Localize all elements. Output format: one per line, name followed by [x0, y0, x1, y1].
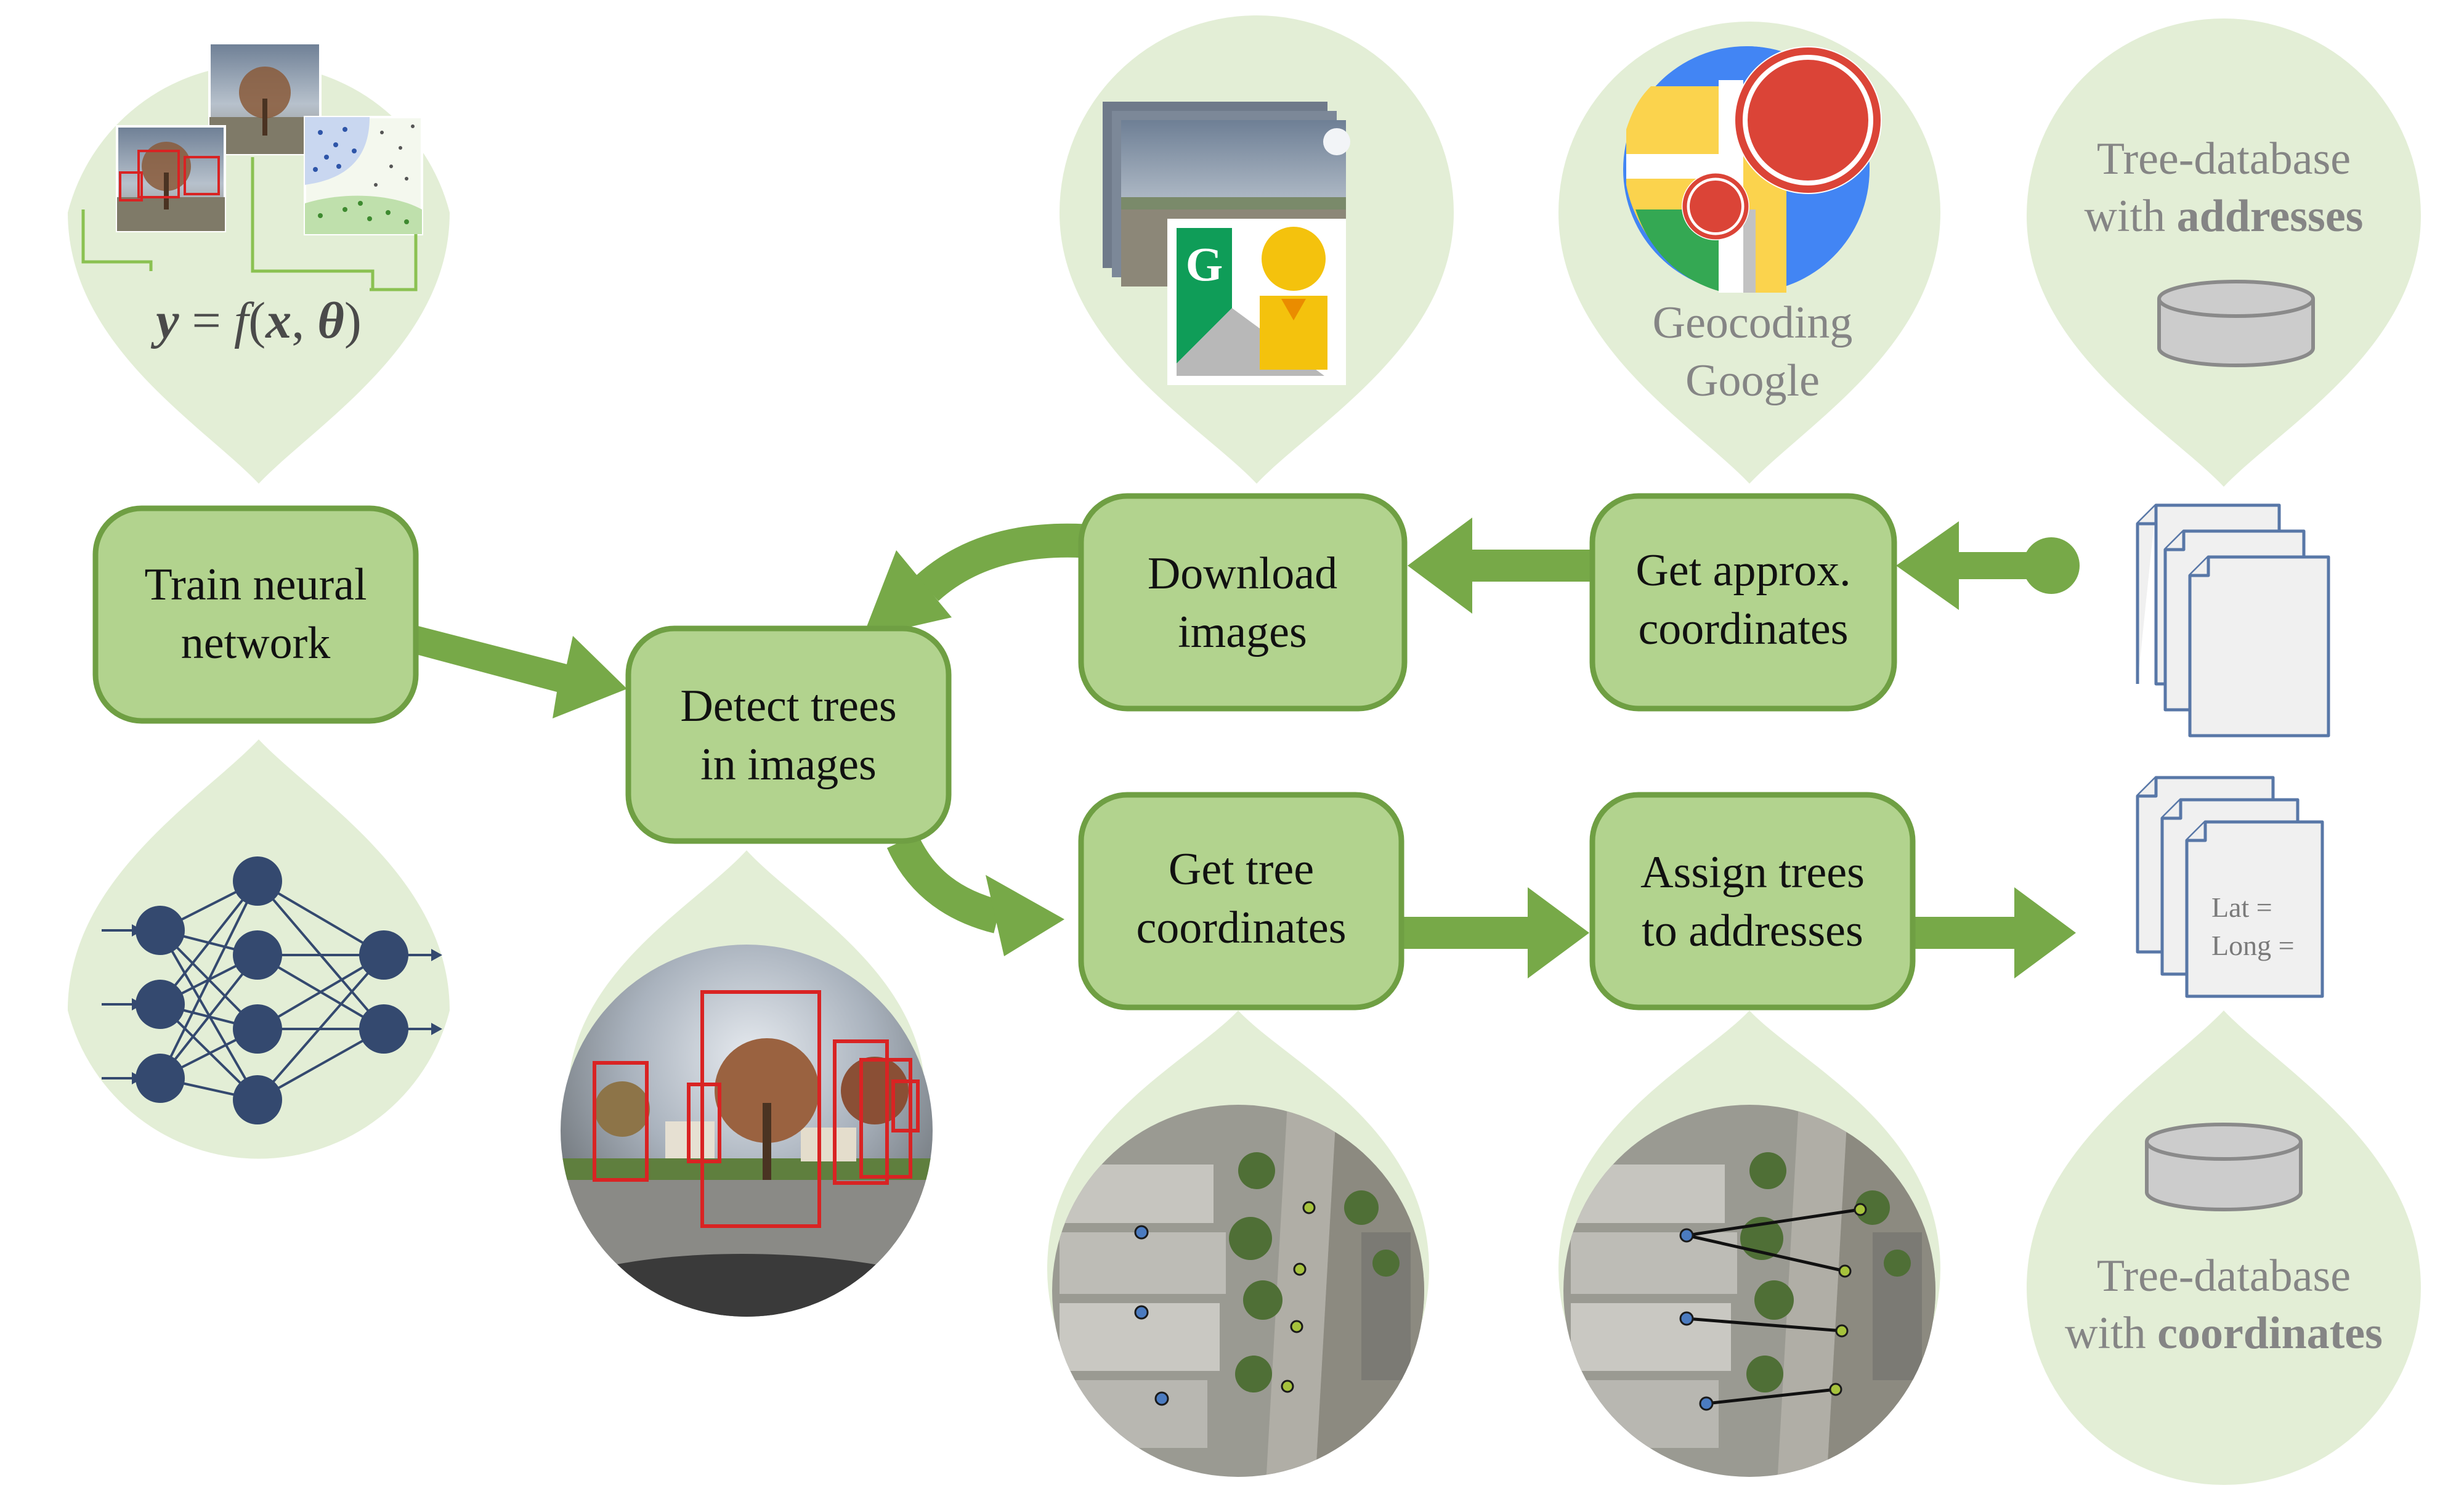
arrow-treecoords-to-assign	[1401, 887, 1589, 978]
download-line-1: Download	[1148, 548, 1337, 599]
treecoords-line-2: coordinates	[1136, 903, 1346, 953]
flow-arrows	[411, 518, 2080, 978]
process-steps: Train neural network Detect trees in ima…	[92, 493, 1916, 1010]
step-assign-trees: Assign trees to addresses	[1589, 792, 1916, 1010]
training-illustration: y = f(x, θ)	[81, 42, 423, 349]
arrow-detect-to-treecoords	[886, 834, 1003, 933]
arrow-train-to-detect	[411, 625, 627, 718]
step-detect-trees: Detect trees in images	[625, 625, 952, 844]
neural-network-icon	[102, 856, 442, 1124]
download-line-2: images	[1178, 607, 1307, 657]
db-addresses-subtitle: with addresses	[2085, 191, 2364, 242]
db-coordinates-title: Tree-database	[2097, 1251, 2351, 1301]
arrow-download-to-detect	[915, 523, 1085, 601]
db-addresses-title: Tree-database	[2097, 134, 2351, 184]
step-get-approx-coordinates: Get approx. coordinates	[1589, 493, 1897, 712]
approx-line-2: coordinates	[1638, 604, 1848, 654]
document-stack-icon-coordinates: Lat = Long =	[2136, 776, 2324, 998]
drop-db-coordinates	[2027, 1010, 2421, 1485]
assign-line-2: to addresses	[1642, 906, 1863, 956]
detect-line-2: in images	[700, 739, 877, 790]
street-view-g-glyph: G	[1186, 237, 1223, 291]
arrow-assign-to-output	[1910, 887, 2076, 978]
arrow-dot-to-approx	[1896, 521, 2033, 610]
arrow-detect-to-treecoords-head	[986, 875, 1064, 956]
panorama-thumb-back	[208, 42, 322, 155]
step-train-neural-network: Train neural network	[92, 505, 419, 724]
arrow-download-to-detect-head	[862, 550, 952, 638]
document-stack-icon-addresses	[2136, 503, 2330, 738]
approx-line-1: Get approx.	[1635, 545, 1850, 596]
drop-db-addresses	[2027, 18, 2421, 487]
train-line-1: Train neural	[144, 559, 367, 610]
arrow-approx-to-download	[1408, 518, 1595, 614]
panorama-thumb-front	[116, 125, 226, 232]
step-download-images: Download images	[1078, 493, 1408, 712]
detect-line-1: Detect trees	[680, 681, 896, 731]
scatter-thumb	[304, 116, 423, 235]
db-coordinates-subtitle: with coordinates	[2065, 1308, 2383, 1359]
street-view-icon: G	[1103, 102, 1350, 385]
database-icon-addresses	[2157, 280, 2315, 367]
formula-connectors	[81, 157, 418, 291]
map-pin-icon	[1623, 46, 1882, 293]
assign-line-1: Assign trees	[1640, 847, 1865, 898]
doc-lat-field: Lat =	[2211, 892, 2272, 923]
arrow-start-dot	[2023, 537, 2080, 594]
database-icon-coordinates	[2145, 1123, 2303, 1211]
geocoding-label-2: Google	[1685, 356, 1820, 406]
geocoding-label-1: Geocoding	[1653, 298, 1853, 348]
model-formula: y = f(x, θ)	[150, 292, 362, 349]
treecoords-line-1: Get tree	[1169, 844, 1314, 895]
doc-long-field: Long =	[2211, 930, 2295, 961]
aerial-map-icon-assign	[1563, 1105, 1935, 1477]
train-line-2: network	[181, 618, 331, 669]
step-get-tree-coordinates: Get tree coordinates	[1078, 792, 1404, 1010]
